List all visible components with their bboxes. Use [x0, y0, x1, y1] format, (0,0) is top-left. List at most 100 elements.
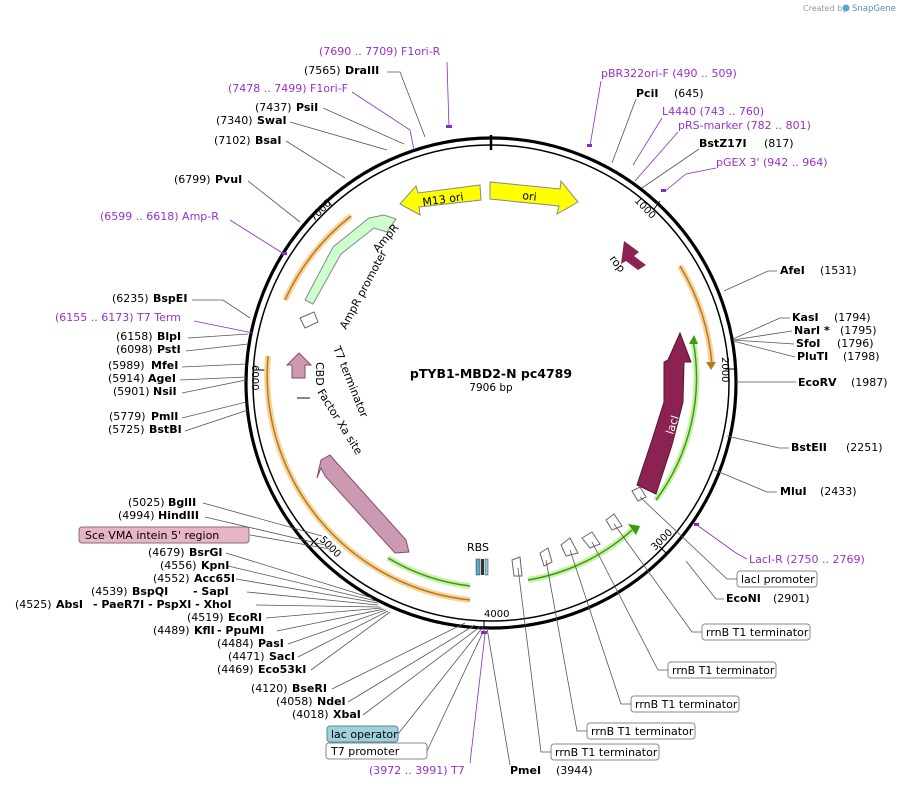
primer-l4440: L4440 (743 .. 760) [662, 105, 764, 118]
site-ecori-pos: (4519) [187, 611, 224, 624]
site-pmli-pos: (5779) [109, 410, 146, 423]
lac-operator-marker [475, 558, 489, 576]
site-bglii: BglII [168, 496, 196, 509]
site-draiii-pos: (7565) [304, 64, 341, 77]
primer-amp-r: (6599 .. 6618) Amp-R [100, 210, 219, 223]
site-acc65i-pos: (4552) [153, 572, 190, 585]
site-absi-extra: - PaeR7I - PspXI - XhoI [93, 598, 232, 611]
primer-pgex3: pGEX 3' (942 .. 964) [716, 156, 828, 169]
site-afei: AfeI [780, 264, 805, 277]
svg-text:rrnB T1 terminator: rrnB T1 terminator [635, 698, 738, 711]
site-eco53ki: Eco53kI [258, 663, 306, 676]
orf-green-arrowhead-laci [689, 335, 698, 344]
orf-arrowhead-right [706, 362, 716, 370]
primer-prs-marker: pRS-marker (782 .. 801) [678, 119, 811, 132]
site-pmei-pos: (3944) [556, 764, 593, 777]
site-pmei: PmeI [510, 764, 541, 777]
site-ecori: EcoRI [228, 611, 262, 624]
site-pasi-pos: (4484) [217, 637, 254, 650]
site-pvui: PvuI [215, 173, 242, 186]
svg-text:lac operator: lac operator [331, 728, 398, 741]
site-bsai: BsaI [255, 134, 281, 147]
primer-pbr322ori-f: pBR322ori-F (490 .. 509) [601, 67, 737, 80]
lac-operator-box: lac operator [326, 725, 399, 743]
tick-4000: 4000 [483, 609, 509, 629]
site-mfei-pos: (5989) [108, 359, 145, 372]
site-bspei-pos: (6235) [112, 292, 149, 305]
cbd-feature [285, 352, 313, 379]
site-sfoi: SfoI [796, 337, 820, 350]
rrnb-terminator-box-3: rrnB T1 terminator [630, 695, 740, 713]
site-ecorv-pos: (1987) [851, 376, 888, 389]
site-bspei: BspEI [153, 292, 187, 305]
site-econi-pos: (2901) [773, 592, 810, 605]
rrnb-terminator-box-5: rrnB T1 terminator [550, 743, 660, 761]
site-hindiii: HindIII [158, 509, 199, 522]
watermark-brand: SnapGene [852, 4, 896, 14]
site-nari-pos: (1795) [840, 324, 877, 337]
rrnb-terminator-box-4: rrnB T1 terminator [586, 722, 696, 740]
ampr-feature [304, 214, 397, 305]
site-absi-pos: (4525) [15, 598, 52, 611]
svg-text:rrnB T1 terminator: rrnB T1 terminator [672, 664, 775, 677]
site-kasi-pos: (1794) [834, 311, 871, 324]
site-agei: AgeI [148, 372, 176, 385]
site-pcii-pos: (645) [674, 87, 704, 100]
site-xbai: XbaI [333, 708, 361, 721]
site-kfli-pos: (4489) [153, 624, 190, 637]
svg-text:2000: 2000 [719, 357, 730, 382]
t7-promoter-box: T7 promoter [325, 742, 428, 760]
sce-vma-intein-box: Sce VMA intein 5' region [78, 526, 250, 544]
sce-vma-intein-feature [316, 454, 410, 554]
orf-green-arrowhead-bottom [628, 524, 640, 535]
site-nsii: NsiI [153, 385, 177, 398]
site-ndei: NdeI [317, 695, 346, 708]
site-mlui: MluI [780, 485, 807, 498]
svg-text:rrnB T1 terminator: rrnB T1 terminator [555, 746, 658, 759]
site-hindiii-pos: (4994) [118, 509, 155, 522]
site-blpi: BlpI [157, 330, 181, 343]
svg-text:T7 promoter: T7 promoter [330, 745, 400, 758]
svg-text:rrnB T1 terminator: rrnB T1 terminator [706, 626, 809, 639]
m13-ori-feature [399, 184, 482, 216]
site-pluti-pos: (1798) [843, 350, 880, 363]
site-psti-pos: (6098) [116, 343, 153, 356]
site-kpni-pos: (4556) [160, 559, 197, 572]
ori-feature [489, 179, 579, 216]
site-kfli: KflI [194, 624, 215, 637]
site-sfoi-pos: (1796) [837, 337, 874, 350]
site-bsteii-pos: (2251) [846, 441, 883, 454]
primer-f1ori-f: (7478 .. 7499) F1ori-F [228, 82, 348, 95]
site-xbai-pos: (4018) [292, 708, 329, 721]
site-bstz17i-pos: (817) [764, 137, 794, 150]
site-swai: SwaI [257, 114, 287, 127]
site-afei-pos: (1531) [820, 264, 857, 277]
site-mlui-pos: (2433) [820, 485, 857, 498]
primer-t7: (3972 .. 3991) T7 [369, 764, 465, 777]
site-draiii: DraIII [345, 64, 379, 77]
site-bsteii: BstEII [791, 441, 827, 454]
site-psii: PsiI [296, 101, 318, 114]
site-nari: NarI * [794, 324, 830, 337]
site-ndei-pos: (4058) [276, 695, 313, 708]
rbs-label: RBS [467, 541, 489, 554]
site-saci: SacI [269, 650, 295, 663]
site-bstz17i: BstZ17I [699, 137, 747, 150]
laci-label: lacI [663, 414, 681, 436]
site-bspqi: BspQI [132, 585, 168, 598]
site-pmli: PmlI [151, 410, 178, 423]
site-kpni: KpnI [201, 559, 229, 572]
site-bsrgi-pos: (4679) [148, 546, 185, 559]
rrnb-terminator-box-2: rrnB T1 terminator [667, 661, 777, 679]
site-saci-pos: (4471) [228, 650, 265, 663]
svg-text:4000: 4000 [484, 609, 509, 620]
rop-feature [621, 241, 646, 270]
site-bsrgi: BsrGI [189, 546, 222, 559]
tick-6000: 6000 [249, 365, 266, 390]
site-kasi: KasI [792, 311, 819, 324]
site-absi: AbsI [56, 598, 83, 611]
svg-text:Sce VMA intein 5' region: Sce VMA intein 5' region [85, 529, 219, 542]
site-psii-pos: (7437) [255, 101, 292, 114]
site-econi: EcoNI [726, 592, 761, 605]
site-mfei: MfeI [151, 359, 178, 372]
